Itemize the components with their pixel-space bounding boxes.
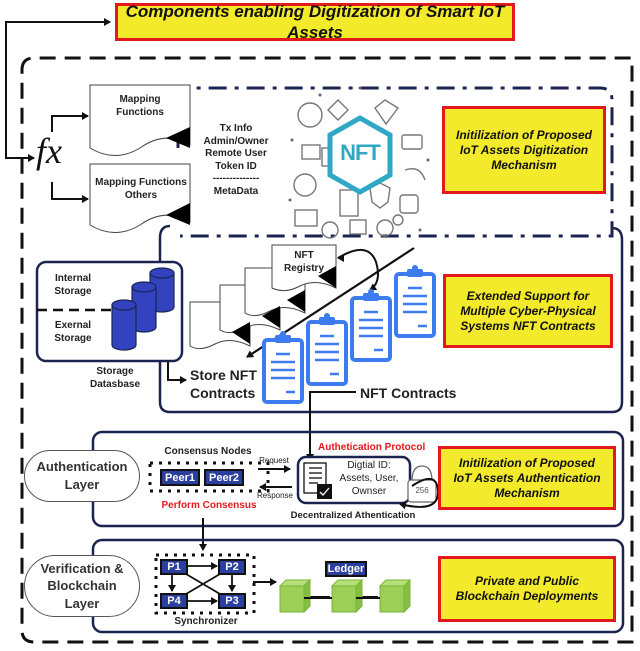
digitization-mechanism-text: Initilization of Proposed IoT Assets Dig… <box>456 127 592 172</box>
sync-node-p4: P4 <box>160 593 188 609</box>
nft-icon-cluster: NFT <box>280 80 440 240</box>
lock-code-text: 256 <box>415 486 429 495</box>
metadata-item: Token ID <box>215 160 257 172</box>
blockchain-deployments-text: Private and Public Blockchain Deployment… <box>455 574 599 603</box>
metadata-list: Tx Info Admin/Owner Remote User Token ID… <box>196 123 276 198</box>
extended-support-box: Extended Support for Multiple Cyber-Phys… <box>443 274 613 348</box>
digital-id-text: Digtial ID: Assets, User, Ownser <box>339 460 399 497</box>
nft-frame <box>158 224 624 414</box>
mapping-functions-others-label: Mapping Functions Others <box>95 177 187 201</box>
nft-contracts-label: NFT Contracts <box>360 385 457 401</box>
authentication-protocol-label: Authetication Protocol <box>318 442 426 453</box>
synchronizer-label: Synchronizer <box>174 616 238 627</box>
external-storage-label: Exernal Storage <box>54 320 92 344</box>
request-label: Request <box>259 456 289 465</box>
sync-node-p2: P2 <box>218 559 246 575</box>
lock-icon <box>407 465 437 503</box>
ledger-badge: Ledger <box>325 561 367 577</box>
nft-hexagon-icon <box>327 115 393 195</box>
verification-layer-pill: Verification & Blockchain Layer <box>24 555 140 617</box>
metadata-item: Admin/Owner <box>203 135 269 147</box>
nft-badge-text: NFT <box>340 140 381 165</box>
authentication-mechanism-box: Initilization of Proposed IoT Assets Aut… <box>438 446 616 510</box>
ledger-blocks-icon <box>278 578 412 614</box>
consensus-nodes-label: Consensus Nodes <box>164 446 252 457</box>
storage-database-caption: Storage Datasbase <box>89 366 141 390</box>
title-text: Components enabling Digitization of Smar… <box>125 1 505 42</box>
authentication-mechanism-text: Initilization of Proposed IoT Assets Aut… <box>453 455 601 500</box>
metadata-item: Remote User <box>205 148 267 159</box>
sync-node-p1: P1 <box>160 559 188 575</box>
document-check-icon <box>303 462 327 494</box>
extended-support-text: Extended Support for Multiple Cyber-Phys… <box>460 288 596 333</box>
response-label: Response <box>256 491 294 500</box>
fx-icon: fx <box>36 131 62 171</box>
peer-node: Peer2 <box>204 469 244 486</box>
authentication-layer-pill: Authentication Layer <box>24 450 140 502</box>
store-nft-contracts-label: Store NFT Contracts <box>190 367 257 401</box>
metadata-footer: MetaData <box>213 185 259 197</box>
perform-consensus-label: Perform Consensus <box>161 500 257 511</box>
blockchain-deployments-box: Private and Public Blockchain Deployment… <box>438 556 616 622</box>
registry-doc-stack <box>189 244 337 350</box>
metadata-separator: -------------- <box>212 173 260 184</box>
digitization-mechanism-box: Initilization of Proposed IoT Assets Dig… <box>442 106 606 194</box>
sync-node-p3: P3 <box>218 593 246 609</box>
mapping-functions-label: Mapping Functions <box>116 94 164 118</box>
nft-registry-label: NFT Registry <box>283 250 324 274</box>
nft-contract-clipboards <box>260 258 440 408</box>
decentralized-authentication-label: Decentralized Athentication <box>290 510 416 521</box>
peer-node: Peer1 <box>160 469 200 486</box>
internal-storage-label: Internal Storage <box>54 273 92 297</box>
title-box: Components enabling Digitization of Smar… <box>115 1 515 42</box>
metadata-item: Tx Info <box>219 123 253 134</box>
outer-dashed-frame <box>20 56 634 644</box>
database-cylinders-icon <box>111 267 175 351</box>
